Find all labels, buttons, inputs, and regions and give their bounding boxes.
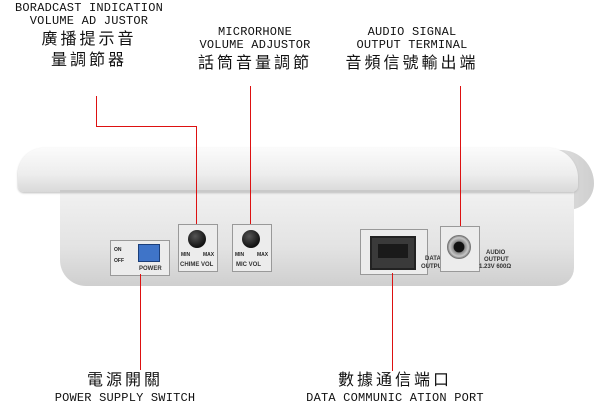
chime-max-label: MAX <box>203 252 215 258</box>
rj45-port[interactable] <box>370 236 416 270</box>
callout-audio-en2: OUTPUT TERMINAL <box>356 37 468 52</box>
power-switch[interactable] <box>138 244 160 262</box>
callout-audio-zh1: 音頻信號輸出端 <box>345 53 479 73</box>
leader-chime-v1 <box>96 96 97 126</box>
chime-vol-label: CHIME VOL <box>180 262 214 268</box>
mic-min-label: MIN <box>235 252 245 258</box>
callout-mic-en2: VOLUME ADJUSTOR <box>199 37 311 52</box>
data-output-label-1: DATA <box>425 256 441 262</box>
callout-chime-volume: BORADCAST INDICATION VOLUME AD JUSTOR 廣播… <box>0 2 178 69</box>
audio-jack-panel <box>440 226 480 272</box>
callout-power-zh1: 電源開關 <box>86 370 163 389</box>
audio-output-label-2: OUTPUT <box>484 257 509 263</box>
callout-chime-en2: VOLUME AD JUSTOR <box>29 13 149 28</box>
callout-audio-output: AUDIO SIGNAL OUTPUT TERMINAL 音頻信號輸出端 <box>332 26 492 72</box>
callout-mic-volume: MICRORHONE VOLUME ADJUSTOR 話筒音量調節 <box>180 26 330 72</box>
audio-output-label-3: 1.23V 600Ω <box>479 264 512 270</box>
callout-data-zh1: 數據通信端口 <box>337 370 452 389</box>
leader-audio <box>460 86 461 226</box>
callout-audio-en1: AUDIO SIGNAL <box>367 25 457 39</box>
leader-chime-v2 <box>196 126 197 224</box>
mic-vol-label: MIC VOL <box>236 262 261 268</box>
mic-volume-knob[interactable] <box>242 230 260 248</box>
mic-knob-panel <box>232 224 272 272</box>
callout-mic-en1: MICRORHONE <box>217 25 292 39</box>
chime-min-label: MIN <box>181 252 191 258</box>
device-shell-top <box>18 148 578 192</box>
callout-power-switch: 電源開關 POWER SUPPLY SWITCH <box>30 370 220 405</box>
power-off-label: OFF <box>114 258 124 264</box>
audio-output-label-1: AUDIO <box>486 250 506 256</box>
chime-volume-knob[interactable] <box>188 230 206 248</box>
callout-chime-zh1: 廣播提示音 <box>41 29 137 49</box>
callout-power-en1: POWER SUPPLY SWITCH <box>54 390 196 405</box>
audio-output-jack[interactable] <box>447 235 471 259</box>
leader-mic <box>250 86 251 224</box>
device-seam <box>60 190 530 192</box>
callout-data-en1: DATA COMMUNIC ATION PORT <box>306 390 484 405</box>
leader-data <box>392 273 393 371</box>
leader-power <box>140 274 141 370</box>
power-switch-panel <box>110 240 170 276</box>
power-on-label: ON <box>114 247 122 253</box>
callout-chime-en1: BORADCAST INDICATION <box>14 1 164 15</box>
callout-mic-zh1: 話筒音量調節 <box>197 53 312 73</box>
mic-max-label: MAX <box>257 252 269 258</box>
leader-chime-h <box>96 126 196 127</box>
callout-chime-zh2: 量調節器 <box>50 49 127 69</box>
callout-data-port: 數據通信端口 DATA COMMUNIC ATION PORT <box>290 370 500 405</box>
data-output-label-2: OUTPUT <box>421 264 446 270</box>
power-label: POWER <box>139 266 162 272</box>
